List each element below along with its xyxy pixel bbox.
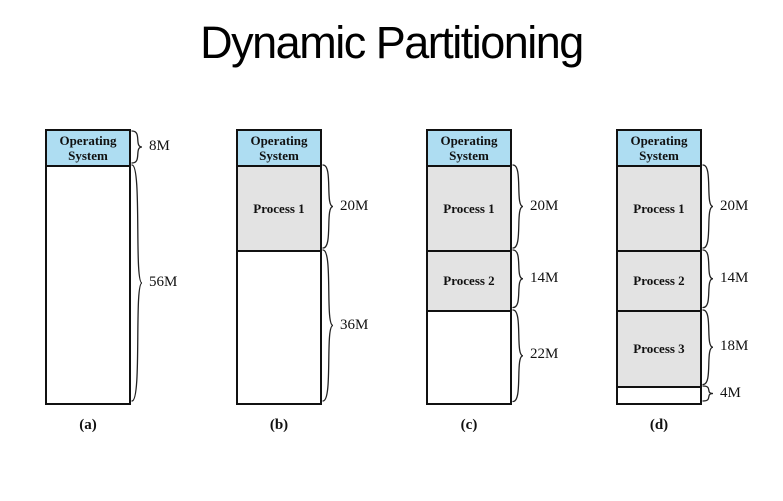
size-label: 56M — [149, 274, 178, 290]
block-label: Operating System — [59, 133, 117, 163]
brace-icon — [702, 308, 714, 385]
os-block: Operating System — [428, 131, 510, 165]
process-block: Process 3 — [618, 309, 700, 386]
free-block — [47, 165, 129, 403]
brace-icon — [512, 164, 524, 249]
block-label: Process 3 — [633, 341, 685, 357]
os-block: Operating System — [47, 131, 129, 165]
diagram-caption: (c) — [460, 417, 478, 433]
size-label: 8M — [149, 138, 170, 154]
size-label: 20M — [340, 197, 369, 214]
diagram-caption: (a) — [79, 417, 97, 433]
process-block: Process 2 — [428, 250, 510, 310]
block-label: Process 2 — [633, 273, 685, 289]
brace-icon — [322, 164, 334, 249]
size-label: 14M — [720, 269, 749, 286]
free-block — [428, 309, 510, 403]
block-label: Process 1 — [633, 201, 685, 216]
brace-icon — [131, 164, 143, 402]
process-block: Process 1 — [238, 165, 320, 250]
brace-icon — [702, 385, 714, 402]
block-label: Operating System — [630, 133, 688, 163]
brace-icon — [322, 249, 334, 402]
process-block: Process 2 — [618, 250, 700, 310]
slide-title: Dynamic Partitioning — [200, 17, 584, 68]
size-label: 22M — [530, 346, 559, 363]
os-block: Operating System — [238, 131, 320, 165]
size-label: 36M — [340, 316, 369, 333]
os-block: Operating System — [618, 131, 700, 165]
size-label: 20M — [720, 197, 749, 214]
brace-icon — [702, 249, 714, 309]
block-label: Process 2 — [443, 273, 495, 289]
block-label: Operating System — [440, 133, 498, 163]
brace-icon — [512, 308, 524, 402]
free-block — [238, 250, 320, 403]
process-block: Process 1 — [618, 165, 700, 250]
free-block — [618, 386, 700, 403]
size-label: 18M — [720, 337, 749, 354]
block-label: Process 1 — [253, 201, 305, 216]
block-label: Operating System — [250, 133, 308, 163]
size-label: 20M — [530, 197, 559, 214]
diagram-caption: (d) — [649, 417, 669, 433]
process-block: Process 1 — [428, 165, 510, 250]
memory-box: Operating System — [45, 129, 131, 405]
diagram-caption: (b) — [269, 417, 289, 433]
size-label: 4M — [720, 384, 741, 401]
block-label: Process 1 — [443, 201, 495, 216]
size-label: 14M — [530, 269, 559, 286]
brace-icon — [131, 130, 143, 164]
brace-icon — [702, 164, 714, 249]
brace-icon — [512, 249, 524, 309]
